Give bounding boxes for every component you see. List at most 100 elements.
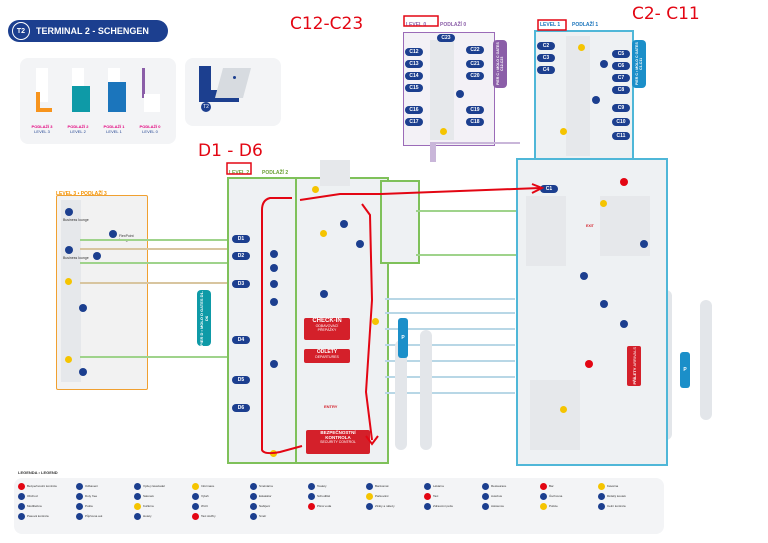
annotation-route-right <box>361 203 374 441</box>
legend-item: Bar <box>540 481 598 491</box>
toilet-icon <box>79 368 87 376</box>
info-icon <box>600 300 608 308</box>
arrivals-sign: PŘÍLETY ARRIVALS <box>627 346 641 386</box>
legend-icon <box>76 482 83 490</box>
legend-label: Půjčovna aut <box>85 514 103 518</box>
level0-diagram <box>138 68 162 112</box>
legend-label: Hotely <box>143 514 152 518</box>
legend-icon <box>540 502 547 510</box>
legend-icon <box>18 512 25 520</box>
gate-c2[interactable]: C2 <box>537 42 555 50</box>
gate-d3[interactable]: D3 <box>232 280 250 288</box>
gate-c3[interactable]: C3 <box>537 54 555 62</box>
legend-item: Pošta <box>76 501 134 511</box>
level1-block <box>526 196 566 266</box>
level1-block <box>530 380 580 450</box>
escalator-icon <box>560 128 567 135</box>
legend-item: Obchod <box>18 491 76 501</box>
level1-corridor <box>566 36 590 156</box>
legend-item: Celní kontrola <box>598 501 656 511</box>
gate-c18[interactable]: C18 <box>466 118 484 126</box>
pier-c-upper-label: PIER C • MOLO C GATES C1-C11 <box>632 40 646 88</box>
terminal-badge: T2 <box>12 22 30 40</box>
gate-c12[interactable]: C12 <box>405 48 423 56</box>
gate-c14[interactable]: C14 <box>405 72 423 80</box>
legend-icon <box>366 482 373 490</box>
gate-c22[interactable]: C22 <box>466 46 484 54</box>
gate-c11[interactable]: C11 <box>612 132 630 140</box>
legend-icon <box>482 492 489 500</box>
gate-c8[interactable]: C8 <box>612 86 630 94</box>
gate-c7[interactable]: C7 <box>612 74 630 82</box>
level2-top-block <box>320 160 350 186</box>
annotation-route-top <box>299 187 541 201</box>
legend-item: Eskalátor <box>250 491 308 501</box>
level2-name: PODLAŽÍ 2 <box>262 170 289 176</box>
legend-label: Ztráty a nálezy <box>375 504 395 508</box>
lounge-icon <box>65 208 73 216</box>
legend-icon <box>192 482 199 490</box>
gate-c15[interactable]: C15 <box>405 84 423 92</box>
gate-c6[interactable]: C6 <box>612 62 630 70</box>
legend-icon <box>18 482 25 490</box>
legend-label: Wi-Fi <box>201 504 208 508</box>
legend-item: Hotely <box>134 511 192 521</box>
annotation-c-lower-gates: C12-C23 <box>290 14 364 34</box>
legend-icon <box>598 492 605 500</box>
departures-sign: ODLETY DEPARTURES <box>304 349 350 363</box>
legend-label: Restaurace <box>491 484 507 488</box>
legend-item: Ztráty a nálezy <box>366 501 424 511</box>
legend-label: Odbavení <box>85 484 99 488</box>
lounge-label: Business lounge <box>63 218 89 222</box>
gate-c16[interactable]: C16 <box>405 106 423 114</box>
legend-icon <box>366 492 373 500</box>
toilet-icon <box>79 304 87 312</box>
escalator-icon <box>320 230 327 237</box>
legend-icon <box>250 512 257 520</box>
legend-title: LEGENDA • LEGEND <box>18 470 58 475</box>
gate-d1[interactable]: D1 <box>232 235 250 243</box>
gate-d5[interactable]: D5 <box>232 376 250 384</box>
gate-c4[interactable]: C4 <box>537 66 555 74</box>
terminal-title: TERMINAL 2 - SCHENGEN <box>36 26 149 36</box>
gate-c9[interactable]: C9 <box>612 104 630 112</box>
legend-item: Kavárna <box>598 481 656 491</box>
legend-label: Autobus <box>491 494 503 498</box>
legend-icon <box>424 482 431 490</box>
legend-label: Policie <box>549 504 558 508</box>
legend-label: Zdravotní péče <box>433 504 454 508</box>
gate-c21[interactable]: C21 <box>466 60 484 68</box>
legend-icon <box>540 482 547 490</box>
annotation-box-level0 <box>403 15 439 27</box>
annotation-c-upper-gates: C2- C11 <box>632 4 700 24</box>
terminal-header: T2 TERMINAL 2 - SCHENGEN <box>8 20 168 42</box>
shop-icon <box>600 60 608 68</box>
gate-d4[interactable]: D4 <box>232 336 250 344</box>
lounge-icon <box>65 246 73 254</box>
legend-label: Bezpečnostní kontrola <box>27 484 57 488</box>
level1-name: PODLAŽÍ 1 <box>572 22 599 28</box>
gate-c5[interactable]: C5 <box>612 50 630 58</box>
legend-icon <box>18 502 25 510</box>
toilet-icon <box>580 272 588 280</box>
gate-c23[interactable]: C23 <box>437 34 455 42</box>
gate-c20[interactable]: C20 <box>466 72 484 80</box>
gate-c10[interactable]: C10 <box>612 118 630 126</box>
gate-c19[interactable]: C19 <box>466 106 484 114</box>
gate-c1[interactable]: C1 <box>540 185 558 193</box>
gate-d6[interactable]: D6 <box>232 404 250 412</box>
legend-item: Salonek <box>134 491 192 501</box>
annotation-route-left <box>261 197 303 455</box>
legend-icon <box>76 492 83 500</box>
escalator-icon <box>560 406 567 413</box>
atm-icon <box>640 240 648 248</box>
gate-d2[interactable]: D2 <box>232 252 250 260</box>
gate-c13[interactable]: C13 <box>405 60 423 68</box>
gate-c17[interactable]: C17 <box>405 118 423 126</box>
level0-tag: LEVEL 0 <box>406 22 427 28</box>
legend-item: Wi-Fi <box>192 501 250 511</box>
legend-icon <box>134 482 141 490</box>
security-icon <box>620 178 628 186</box>
info-icon <box>270 264 278 272</box>
